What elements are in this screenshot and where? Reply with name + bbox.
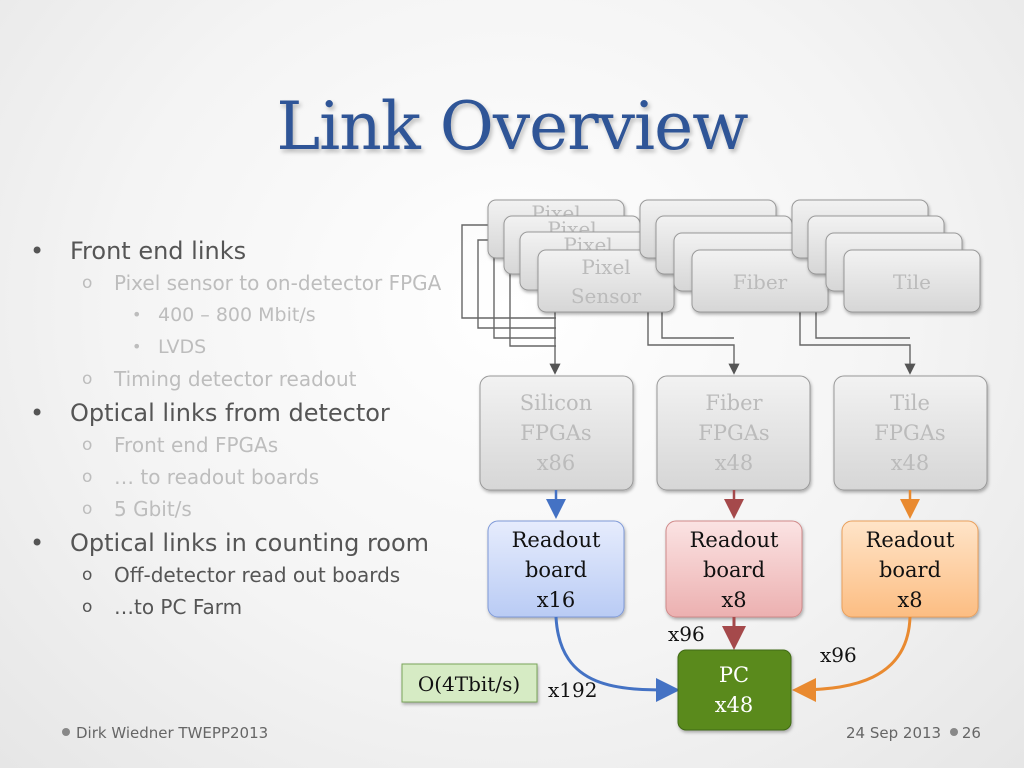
tile-fpga-line3: x48 [891, 451, 930, 475]
bullet-list: Front end links Pixel sensor to on-detec… [28, 236, 468, 626]
readout-fiber-line1: Readout [690, 528, 779, 552]
tile-sensor-stack: Tile [791, 199, 981, 313]
sub-sub-bullet-rate: 400 – 800 Mbit/s [28, 302, 468, 328]
bandwidth-label: O(4Tbit/s) [418, 672, 520, 696]
sub-bullet-timing: Timing detector readout [28, 366, 468, 392]
footer-dot-icon [62, 728, 70, 736]
footer-author: Dirk Wiedner TWEPP2013 [62, 724, 268, 742]
sub-bullet-off-detector: Off-detector read out boards [28, 562, 468, 588]
footer-author-text: Dirk Wiedner TWEPP2013 [76, 724, 269, 742]
pc-farm-box: PC x48 [677, 649, 792, 731]
footer-date: 24 Sep 2013 [846, 724, 942, 742]
pixel-sensor-stack: Pixel Pixel Pixel Pixel Sensor [487, 199, 675, 313]
silicon-fpga-line2: FPGAs [520, 421, 591, 445]
sub-bullet-pc-farm: …to PC Farm [28, 594, 468, 620]
link-counts: x192 x96 x96 [548, 622, 857, 702]
bullet-optical-counting-room: Optical links in counting room [28, 528, 468, 558]
pc-label-line2: x48 [715, 693, 754, 717]
readout-to-pc-arrows [554, 616, 912, 702]
fiber-fpga-line1: Fiber [705, 391, 763, 415]
silicon-link-count: x192 [548, 678, 597, 702]
fpga-to-readout-arrows [546, 490, 920, 519]
fiber-fpga-line2: FPGAs [698, 421, 769, 445]
page-number: 26 [961, 724, 981, 742]
fiber-link-count: x96 [668, 622, 705, 646]
fiber-fpga-line3: x48 [715, 451, 754, 475]
footer-dot-icon [949, 728, 958, 736]
bullet-front-end-links: Front end links [28, 236, 468, 266]
readout-silicon-line1: Readout [512, 528, 601, 552]
fiber-sensor-label: Fiber [733, 270, 788, 294]
fpga-row: Silicon FPGAs x86 Fiber FPGAs x48 Tile F… [479, 375, 988, 491]
silicon-fpga-line1: Silicon [520, 391, 592, 415]
pixel-sensor-label-line1: Pixel [581, 255, 630, 279]
sub-bullet-to-readout: … to readout boards [28, 464, 468, 490]
pixel-sensor-label-line2: Sensor [571, 284, 642, 308]
pc-label-line1: PC [719, 663, 749, 687]
sub-sub-bullet-lvds: LVDS [28, 334, 468, 360]
tile-fpga-line1: Tile [890, 391, 930, 415]
readout-row: Readout board x16 Readout board x8 Reado… [487, 520, 979, 618]
tile-fpga-line2: FPGAs [874, 421, 945, 445]
fiber-sensor-stack: Fiber [639, 199, 829, 313]
readout-tile-line2: board [879, 558, 941, 582]
footer-date-page: 24 Sep 2013 26 [846, 724, 981, 742]
tile-link-count: x96 [820, 643, 857, 667]
readout-tile-line3: x8 [897, 588, 922, 612]
sub-bullet-pixel-sensor: Pixel sensor to on-detector FPGA [28, 270, 468, 296]
slide-title: Link Overview [276, 88, 748, 165]
sub-bullet-5gbit: 5 Gbit/s [28, 496, 468, 522]
silicon-fpga-line3: x86 [537, 451, 576, 475]
readout-silicon-line3: x16 [537, 588, 576, 612]
readout-silicon-line2: board [525, 558, 587, 582]
bullet-optical-from-detector: Optical links from detector [28, 398, 468, 428]
readout-fiber-line2: board [703, 558, 765, 582]
bandwidth-badge: O(4Tbit/s) [401, 663, 538, 703]
sub-bullet-front-end-fpgas: Front end FPGAs [28, 432, 468, 458]
tile-sensor-label: Tile [893, 270, 931, 294]
readout-fiber-line3: x8 [721, 588, 746, 612]
readout-tile-line1: Readout [866, 528, 955, 552]
